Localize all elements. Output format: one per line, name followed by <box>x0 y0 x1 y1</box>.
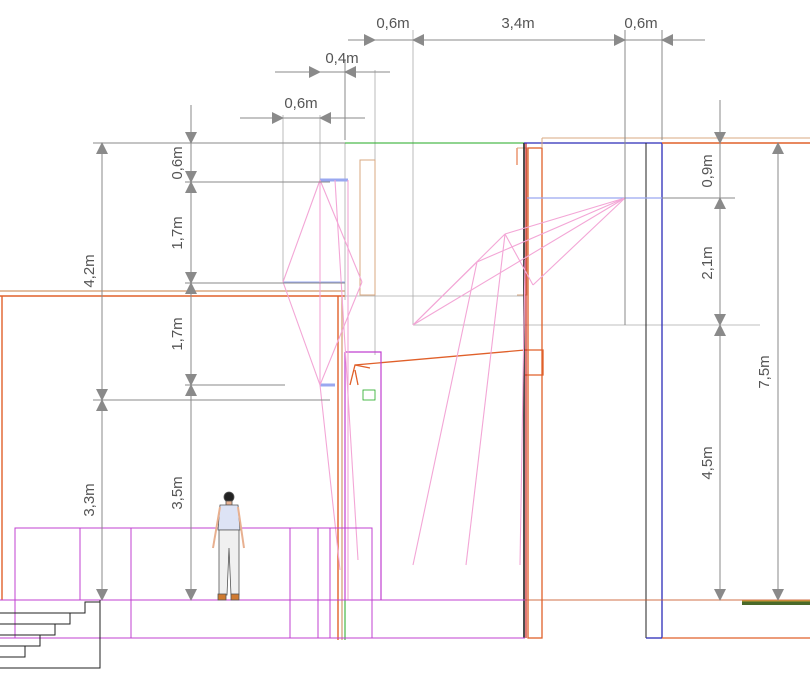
light-rays <box>282 179 626 600</box>
stairs <box>0 600 101 669</box>
dim-label-right-inner-09: 0,9m <box>699 154 716 187</box>
dimension-lines <box>93 30 784 601</box>
dim-label-top-a: 0,6m <box>376 15 409 32</box>
grey-guides <box>100 30 810 601</box>
canopy-beam <box>349 349 544 386</box>
left-block-walls <box>0 290 345 640</box>
dim-label-left-inner-35: 3,5m <box>169 476 186 509</box>
dim-label-left-inner-06: 0,6m <box>169 146 186 179</box>
magenta-column <box>344 351 382 600</box>
building-geometry <box>0 30 810 669</box>
dim-label-top-b: 3,4m <box>501 15 534 32</box>
dim-label-right-outer-75: 7,5m <box>756 355 773 388</box>
fixture-bars <box>320 178 348 387</box>
human-scale-figure <box>212 491 245 601</box>
green-bracket <box>362 389 376 401</box>
dimension-labels: 0,6m 3,4m 0,6m 0,4m 0,6m 4,2m 3,3m 0,6m … <box>81 15 773 517</box>
dim-label-right-inner-21: 2,1m <box>699 246 716 279</box>
dim-label-left-inner-17a: 1,7m <box>169 216 186 249</box>
seating-outline <box>0 527 525 639</box>
dim-label-mid-04: 0,4m <box>325 50 358 67</box>
dim-label-right-inner-45: 4,5m <box>699 446 716 479</box>
dim-label-mid-06: 0,6m <box>284 95 317 112</box>
dim-label-left-inner-17b: 1,7m <box>169 317 186 350</box>
dim-label-left-outer-42: 4,2m <box>81 254 98 287</box>
right-tower <box>516 137 810 639</box>
dim-label-top-c: 0,6m <box>624 15 657 32</box>
dim-label-left-outer-33: 3,3m <box>81 483 98 516</box>
tan-profile <box>359 159 376 296</box>
